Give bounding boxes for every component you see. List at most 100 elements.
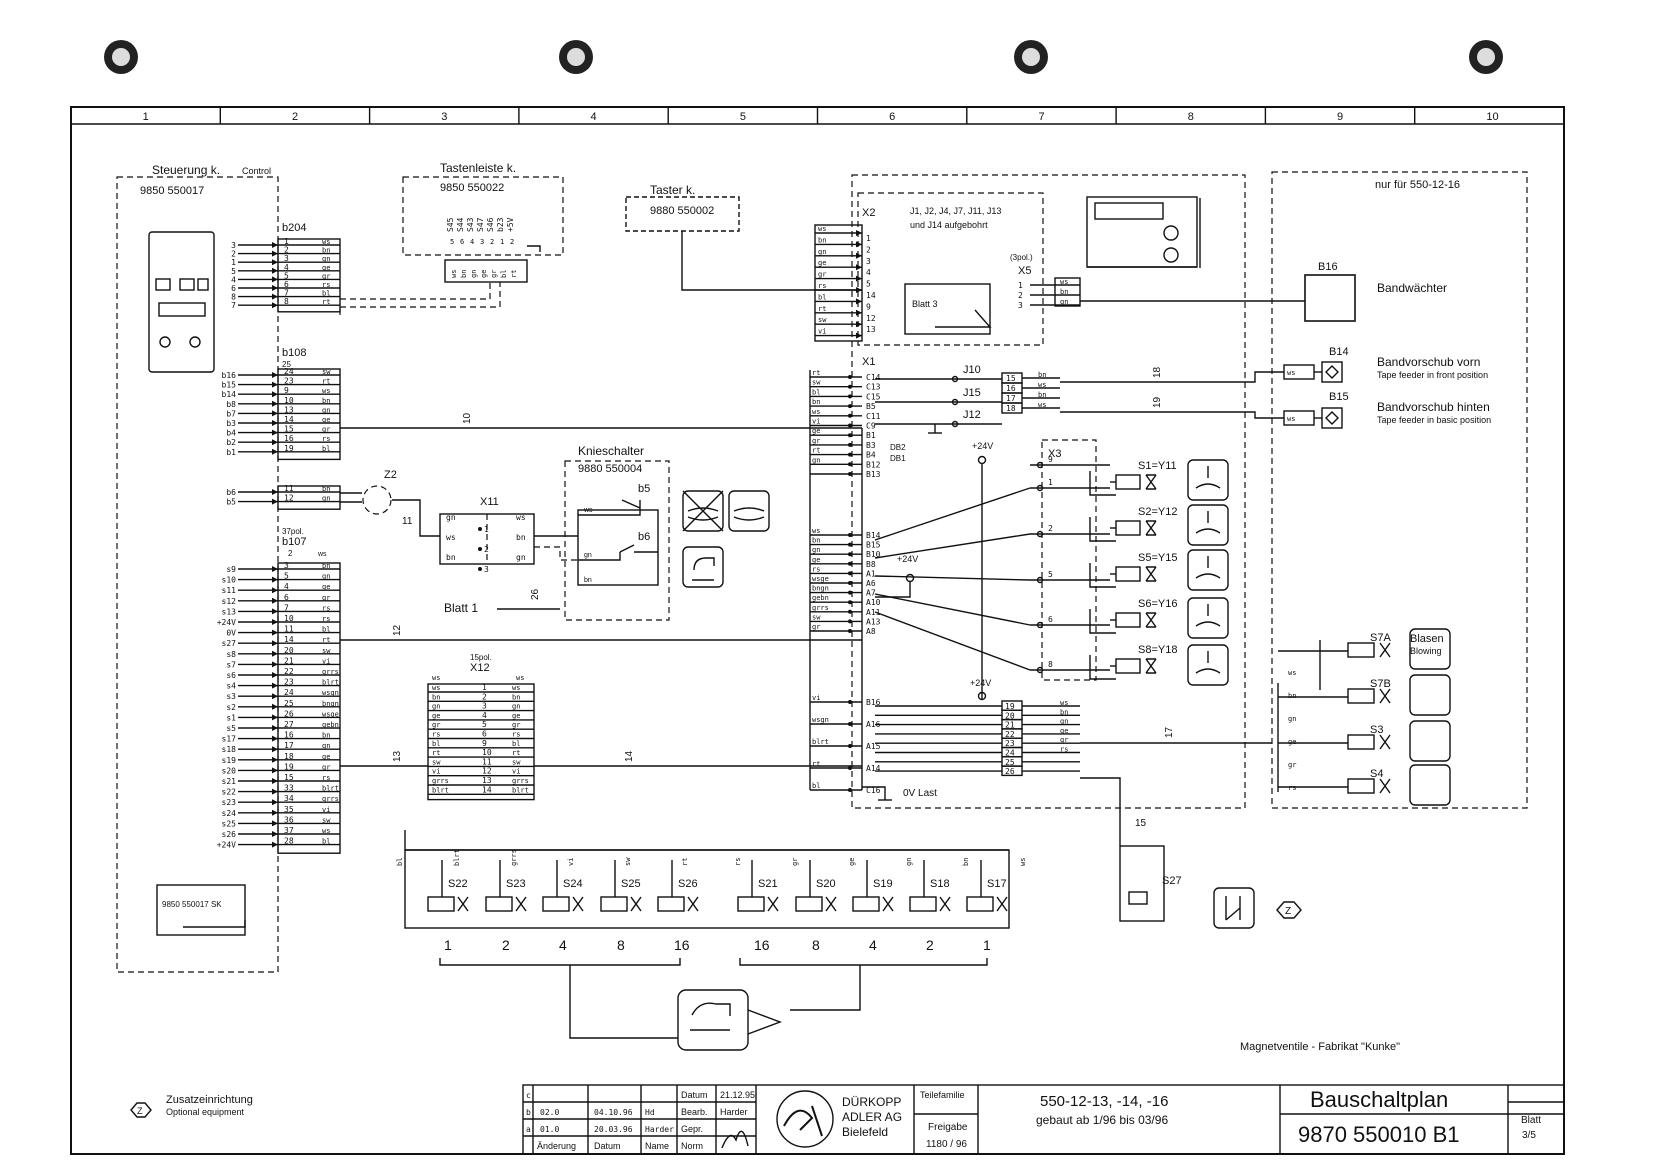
x12-pin: 9	[482, 739, 487, 748]
b107-color: bl	[322, 626, 330, 634]
term-19-26-color: rs	[1060, 746, 1068, 754]
b204-outer-label: 4	[231, 275, 236, 284]
valve-right-label: S1=Y11	[1138, 460, 1177, 472]
term-19-26-color: ws	[1060, 699, 1068, 707]
s27-label: S27	[1162, 875, 1182, 887]
b108-pin: 15	[284, 425, 294, 434]
x12-pin: 10	[482, 748, 492, 757]
x1-mid-color: bngn	[812, 585, 829, 593]
x12-right-color: gn	[512, 703, 520, 711]
b107-pin: 26	[284, 709, 294, 718]
column-number: 10	[1486, 111, 1498, 123]
x1-mid-pin: B8	[866, 560, 876, 569]
b108-lower-outer-label: b5	[226, 498, 236, 507]
x12-left-color: bl	[432, 740, 440, 748]
doc-number: 9870 550010 B1	[1298, 1122, 1460, 1147]
blasen-valve-label: S4	[1370, 768, 1383, 780]
x12-pin: 6	[482, 730, 487, 739]
wire-14-label: 14	[624, 750, 635, 762]
blasen-symbol	[1409, 628, 1451, 670]
term-15-18-pin: 18	[1006, 404, 1016, 413]
b107-color: bn	[322, 562, 330, 570]
knieschalter-switches	[534, 499, 659, 586]
bottom-valve-label: S23	[506, 878, 526, 890]
b204-pin: 7	[284, 289, 289, 298]
x1-mid-color: ws	[812, 527, 820, 535]
b204-color: bn	[322, 247, 330, 255]
tastenleiste-color: gn	[470, 270, 478, 278]
control-unit-icon	[148, 231, 215, 373]
x1-top-color: rt	[812, 447, 820, 455]
x2-color: vi	[818, 328, 826, 336]
built-range: gebaut ab 1/96 bis 03/96	[1036, 1113, 1168, 1127]
b107-color: blrt	[322, 785, 339, 793]
x12-head-left: ws	[432, 674, 440, 682]
bottom-valve-weight: 8	[812, 937, 820, 953]
b107-pin: 33	[284, 784, 294, 793]
freigabe-label: Freigabe	[928, 1122, 968, 1133]
column-number: 7	[1038, 111, 1044, 123]
x11-left-color: ws	[446, 533, 456, 542]
x2-pin: 12	[866, 314, 876, 323]
x11-pin: 2	[484, 545, 489, 554]
b107-color: gr	[322, 594, 330, 602]
jumper-j10: J10	[963, 364, 981, 376]
b107-pin: 34	[284, 794, 294, 803]
x3-pin: 2	[1048, 524, 1053, 533]
x11-right-color: bn	[516, 533, 526, 542]
bottom-valve-weight: 8	[617, 937, 625, 953]
b15-color: ws	[1287, 415, 1295, 423]
x11-left-color: gn	[446, 513, 456, 522]
b108-outer-label: b7	[226, 409, 236, 418]
b14-sensor	[1321, 361, 1343, 383]
b108-outer-label: b15	[222, 381, 237, 390]
bottom-right-color: bn	[962, 858, 970, 866]
rev-name: Hd	[645, 1108, 655, 1117]
x1-mid-pin: A8	[866, 627, 876, 636]
b204-pin: 6	[284, 280, 289, 289]
blasen-valve-label: S3	[1370, 724, 1383, 736]
x2-pin: 9	[866, 302, 871, 311]
legend-de: Zusatzeinrichtung	[166, 1094, 253, 1106]
x5-label: X5	[1018, 265, 1031, 277]
bottom-left-color: rt	[681, 858, 689, 866]
ov-last-label: 0V Last	[903, 788, 937, 799]
s27-symbol	[1213, 887, 1255, 929]
db1-label: DB1	[890, 454, 906, 463]
x1-top-color: gn	[812, 456, 820, 464]
bottom-right-color: ws	[1019, 858, 1027, 866]
z2-label: Z2	[384, 469, 397, 481]
b108-label: b108	[282, 347, 306, 359]
x5-color: bn	[1060, 288, 1068, 296]
rev-letter: a	[526, 1125, 531, 1134]
blasen-valve-label: S7B	[1370, 678, 1391, 690]
blatt3-ref: Blatt 3	[912, 299, 938, 309]
bottom-right-color: gr	[791, 858, 799, 866]
x12-right-color: blrt	[512, 786, 529, 794]
blatt-value: 3/5	[1522, 1130, 1536, 1141]
b107-outer-label: s1	[226, 713, 236, 722]
b204-outer-label: 5	[231, 267, 236, 276]
b107-outer-label: s6	[226, 671, 236, 680]
b15-label: Bandvorschub hinten	[1377, 400, 1490, 414]
bottom-valve-label: S17	[987, 878, 1007, 890]
x2-pin: 14	[866, 291, 876, 300]
x2-color: ws	[818, 225, 826, 233]
blasen-color: gr	[1288, 761, 1296, 769]
blatt1-ref: Blatt 1	[444, 601, 478, 615]
term-15-18-color: ws	[1038, 401, 1046, 409]
rev-version: 01.0	[540, 1125, 559, 1134]
control-enclosure	[116, 176, 279, 973]
b107-pin: 5	[284, 572, 289, 581]
b108-color: gn	[322, 406, 330, 414]
b204-pin: 4	[284, 263, 289, 272]
b108-pin: 10	[284, 396, 294, 405]
term-19-26-color: gn	[1060, 718, 1068, 726]
x1-mid-color: gebn	[812, 594, 829, 602]
x12-left-color: grrs	[432, 777, 449, 785]
wire-17-label: 17	[1164, 726, 1175, 738]
b107-pin: 22	[284, 667, 294, 676]
